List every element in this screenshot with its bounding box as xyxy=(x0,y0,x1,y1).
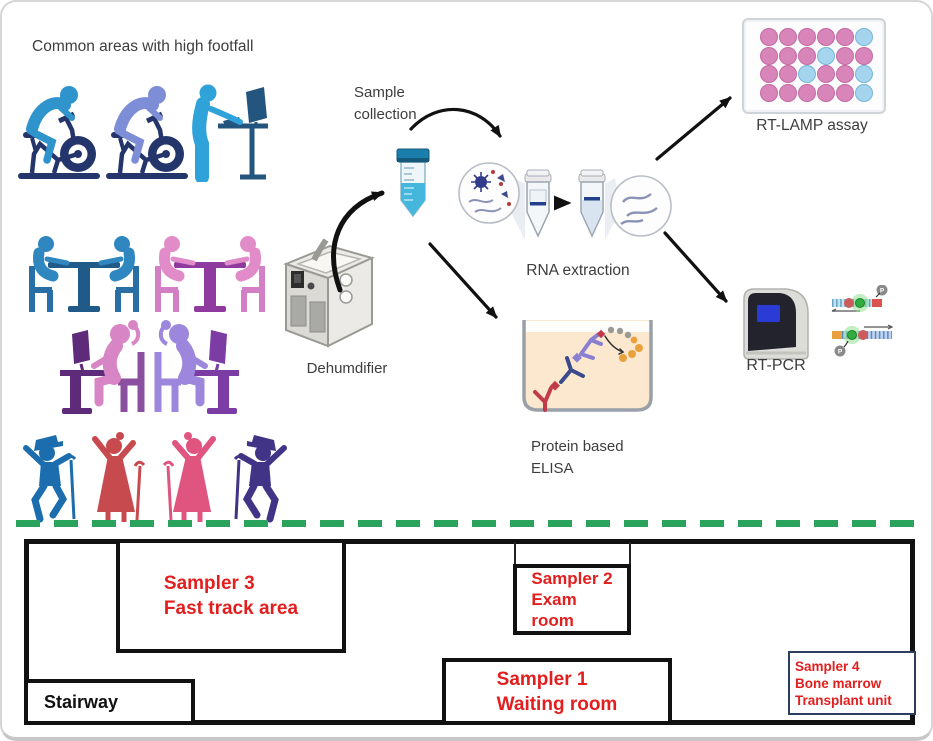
room-sampler2: Sampler 2 Exam room xyxy=(513,564,631,635)
phosphate-label: P xyxy=(838,349,843,356)
sampler4-line3: Transplant unit xyxy=(795,692,892,708)
standing-desk-person-icon xyxy=(192,84,268,182)
dehumidifier-label: Dehumdifier xyxy=(306,360,388,377)
plate-well xyxy=(816,83,835,102)
rna-extraction-icons xyxy=(458,162,672,240)
dancing-woman-with-cane-icon xyxy=(162,432,216,522)
plate-well xyxy=(835,83,854,102)
room-stairway: Stairway xyxy=(24,679,195,725)
plate-well xyxy=(854,46,873,65)
rt-pcr-label: RT-PCR xyxy=(746,357,806,374)
figure-title: Common areas with high footfall xyxy=(32,38,254,55)
plate-well xyxy=(797,83,816,102)
plate-well xyxy=(835,46,854,65)
rt-lamp-wells xyxy=(744,20,884,102)
sampler2-connector-right xyxy=(629,542,631,566)
dancing-man-with-cane-icon xyxy=(23,435,77,523)
plate-well xyxy=(835,65,854,84)
plate-well xyxy=(835,28,854,47)
people-at-table-icon xyxy=(155,236,265,312)
fluorescent-probe-dna-icon: P P xyxy=(831,285,894,357)
elisa-well-icon xyxy=(522,320,653,412)
plate-well xyxy=(797,65,816,84)
dashed-separator xyxy=(16,520,917,527)
exercise-bike-rider-icon xyxy=(18,86,100,179)
woman-at-computer-icon xyxy=(154,320,239,414)
plate-well xyxy=(816,65,835,84)
plate-well xyxy=(778,65,797,84)
arrow-rna-to-rtlamp xyxy=(655,96,732,161)
rt-lamp-plate xyxy=(742,18,886,114)
sampler2-line2: Exam xyxy=(531,590,577,609)
woman-at-computer-icon xyxy=(60,320,145,414)
plate-well xyxy=(778,83,797,102)
plate-well xyxy=(759,83,778,102)
sampler2-line1: Sampler 2 xyxy=(531,569,613,588)
phosphate-label: P xyxy=(880,288,885,295)
dancing-man-with-cane-icon xyxy=(233,435,287,523)
people-at-table-icon xyxy=(29,236,139,312)
plate-well xyxy=(797,28,816,47)
sampler4-line1: Sampler 4 xyxy=(795,658,860,674)
plate-well xyxy=(816,46,835,65)
plate-well xyxy=(759,46,778,65)
plate-well xyxy=(759,65,778,84)
plate-well xyxy=(854,83,873,102)
plate-well xyxy=(854,28,873,47)
sampler2-connector-left xyxy=(514,542,516,566)
sampler1-line2: Waiting room xyxy=(496,693,618,715)
sampler2-line3: room xyxy=(531,611,574,630)
sampler1-line1: Sampler 1 xyxy=(496,668,588,690)
sampler3-line2: Fast track area xyxy=(163,598,299,619)
stairway-label: Stairway xyxy=(44,691,119,712)
arrow-dehumidifier-to-tube xyxy=(331,190,385,293)
plate-well xyxy=(759,28,778,47)
exercise-bike-rider-icon xyxy=(106,86,188,179)
plate-well xyxy=(778,28,797,47)
plate-well xyxy=(816,28,835,47)
rna-extraction-label: RNA extraction xyxy=(526,262,630,279)
sampler4-line2: Bone marrow xyxy=(795,675,882,691)
pcr-machine-icon xyxy=(743,288,809,360)
plate-well xyxy=(797,46,816,65)
room-sampler4: Sampler 4 Bone marrow Transplant unit xyxy=(788,651,916,715)
plate-well xyxy=(778,46,797,65)
arrow-tube-to-rna xyxy=(409,107,502,138)
arrow-rna-to-rtpcr xyxy=(663,231,728,303)
rt-lamp-label: RT-LAMP assay xyxy=(756,117,868,134)
sampler3-line1: Sampler 3 xyxy=(163,573,255,594)
sample-collection-label: Sample collection xyxy=(354,84,417,123)
arrow-tube-to-elisa xyxy=(428,242,498,319)
room-sampler3: Sampler 3 Fast track area xyxy=(116,539,346,653)
plate-well xyxy=(854,65,873,84)
elisa-label-line1: Protein based xyxy=(531,438,624,455)
elisa-label-line2: ELISA xyxy=(531,460,574,477)
sample-tube-icon xyxy=(396,148,430,218)
room-sampler1: Sampler 1 Waiting room xyxy=(442,658,672,725)
